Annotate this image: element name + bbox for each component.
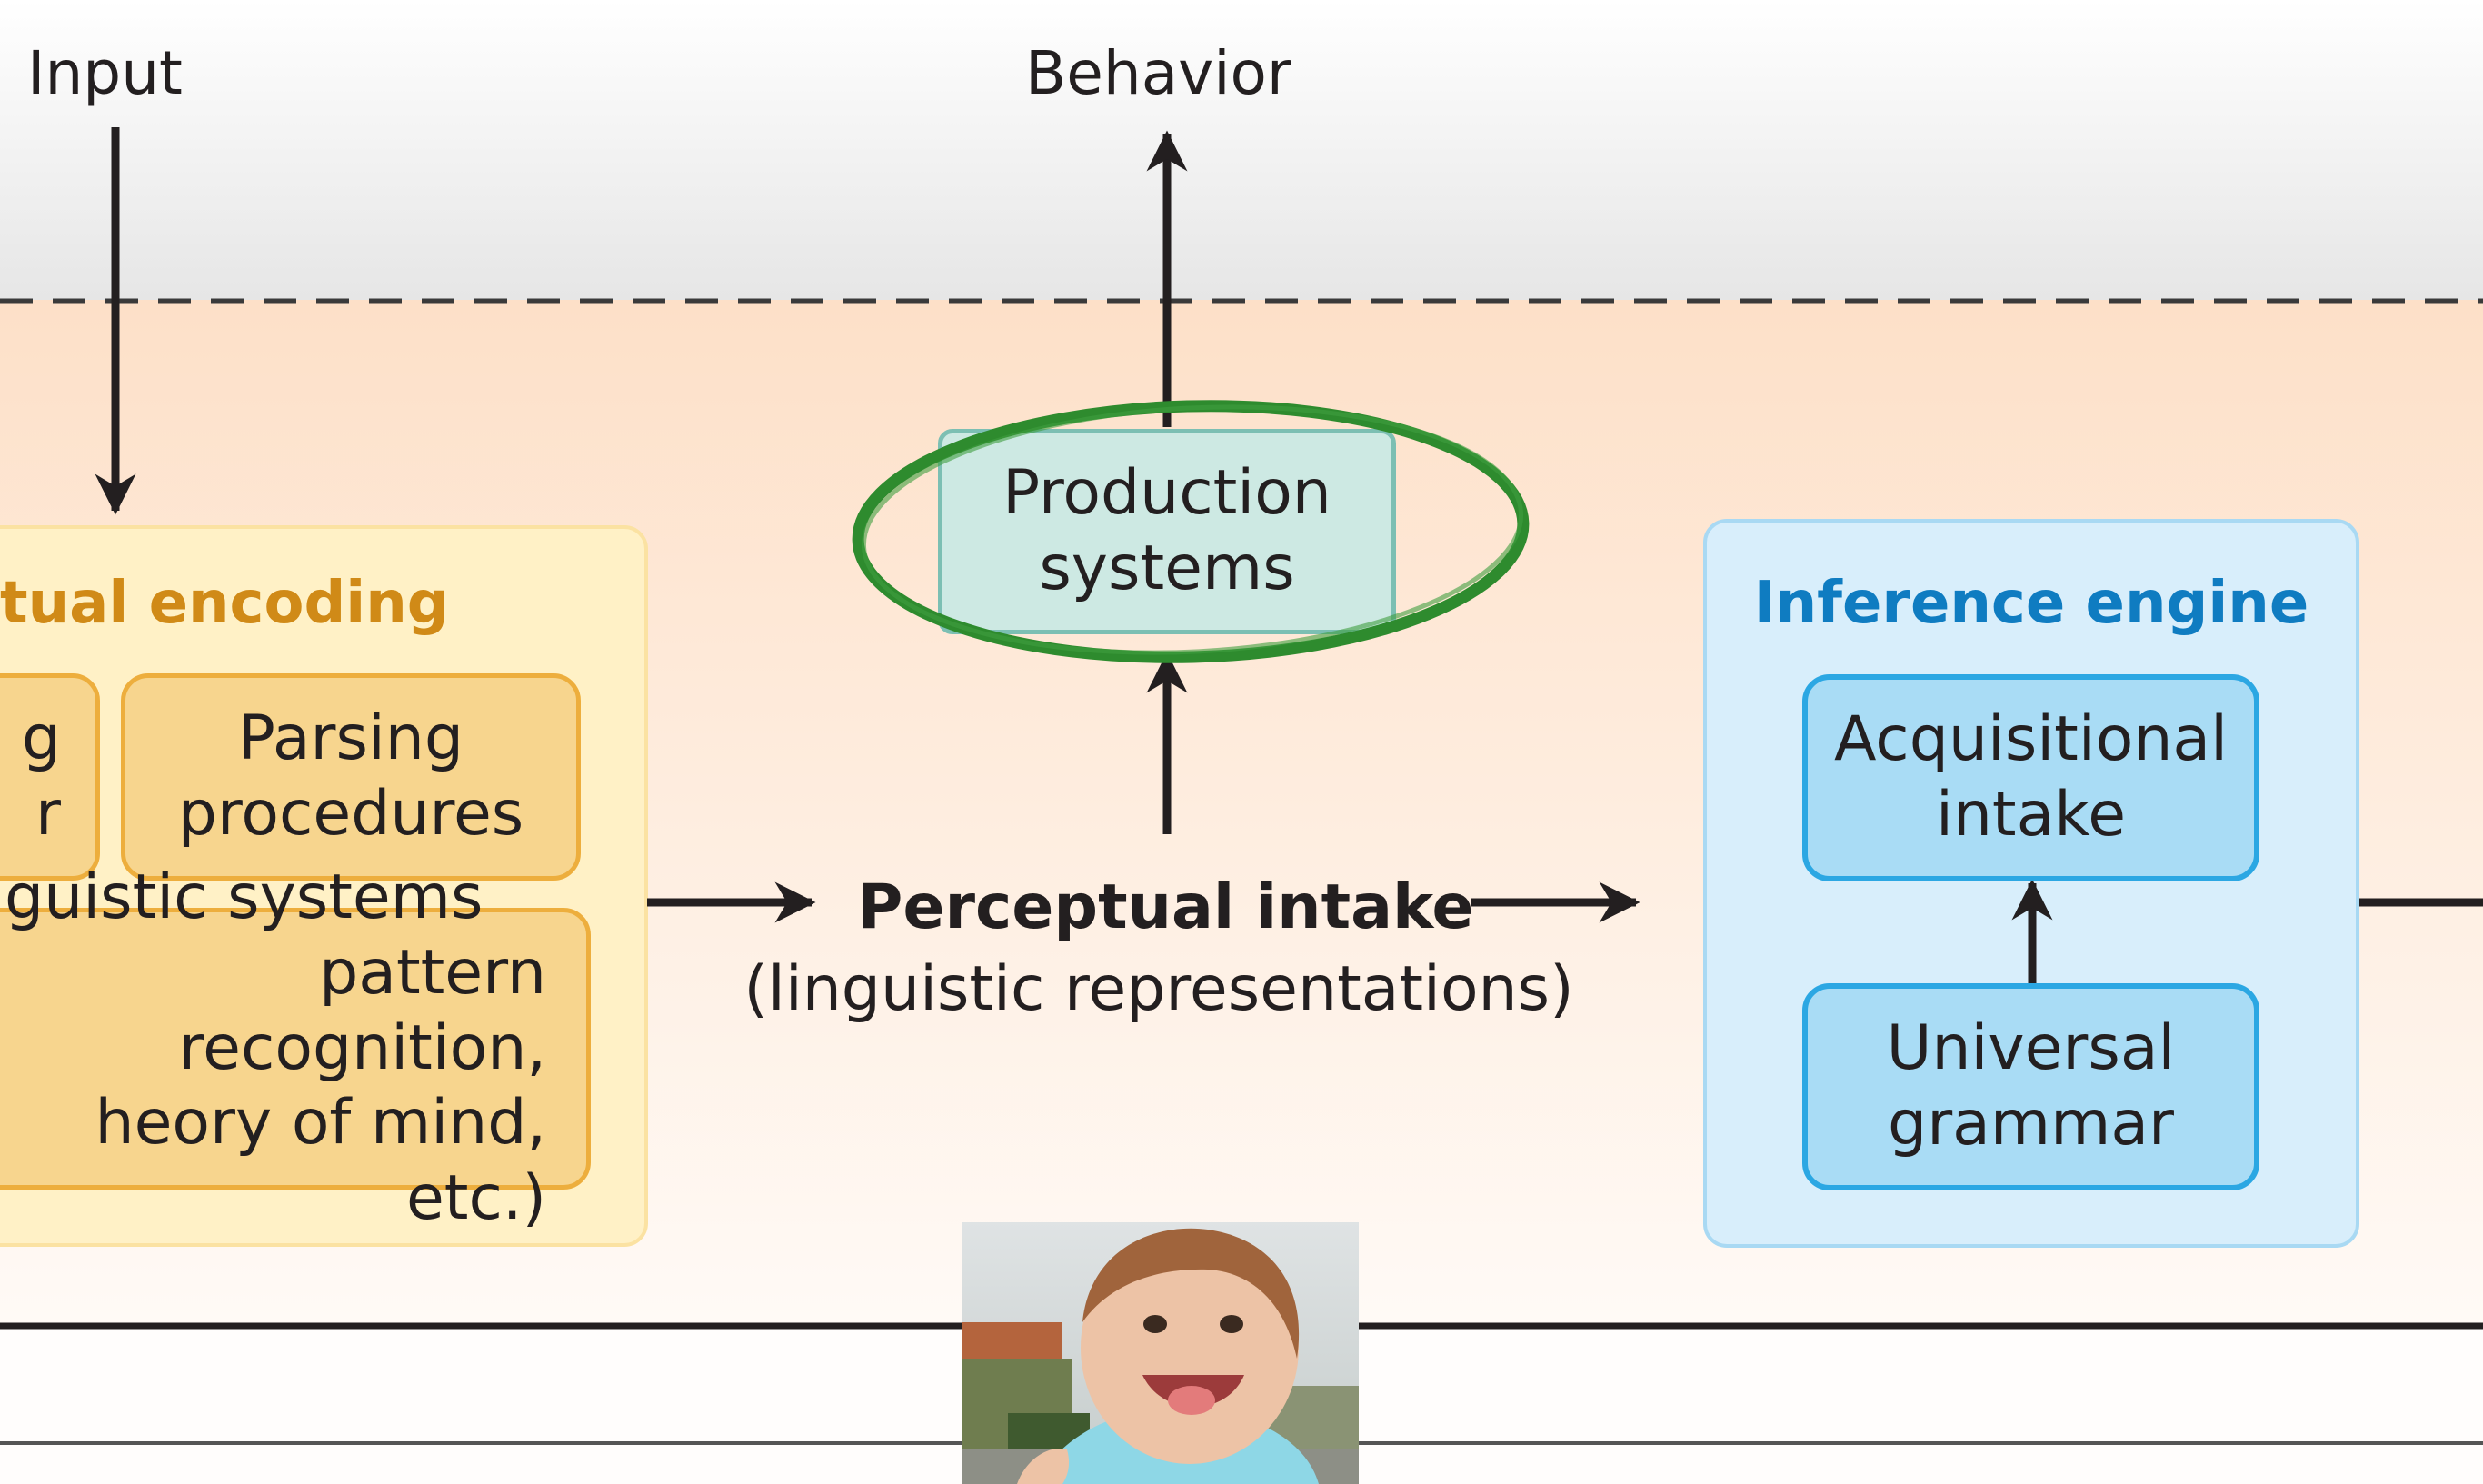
perceptual-intake-subtitle: (linguistic representations) [743,953,1574,1025]
production-line-1: Production [1002,457,1331,530]
production-line-2: systems [1039,533,1295,604]
linguistic-line-1: guistic systems [5,861,484,933]
acquisitional-line-2: intake [1935,779,2127,851]
parsing-line-1: Parsing [237,702,464,775]
input-label: Input [27,38,183,108]
perceptual-encoding-title: tual encoding [0,570,449,637]
partial-encoding-box: g r [0,673,100,881]
partial-box-line-2: r [35,778,61,850]
perceptual-intake-title: Perceptual intake [857,871,1474,943]
linguistic-line-2: pattern recognition, [178,936,546,1084]
behavior-label: Behavior [1025,38,1292,108]
universal-line-2: grammar [1888,1088,2174,1160]
universal-grammar-box: Universal grammar [1802,983,2259,1190]
upper-band [0,0,2483,300]
partial-box-line-1: g [21,702,61,775]
highlight-ellipse [852,400,1530,663]
parsing-procedures-box: Parsing procedures [121,673,581,881]
baby-photo [962,1222,1359,1484]
parsing-line-2: procedures [177,778,524,850]
universal-line-1: Universal [1886,1012,2176,1085]
linguistic-line-3: heory of mind, etc.) [95,1087,546,1235]
linguistic-systems-box: guistic systems pattern recognition, heo… [0,862,591,1234]
inference-engine-title: Inference engine [1753,570,2309,637]
acquisitional-intake-box: Acquisitional intake [1802,674,2259,881]
production-systems-box: Production systems [938,429,1396,634]
acquisitional-line-1: Acquisitional [1833,703,2228,776]
